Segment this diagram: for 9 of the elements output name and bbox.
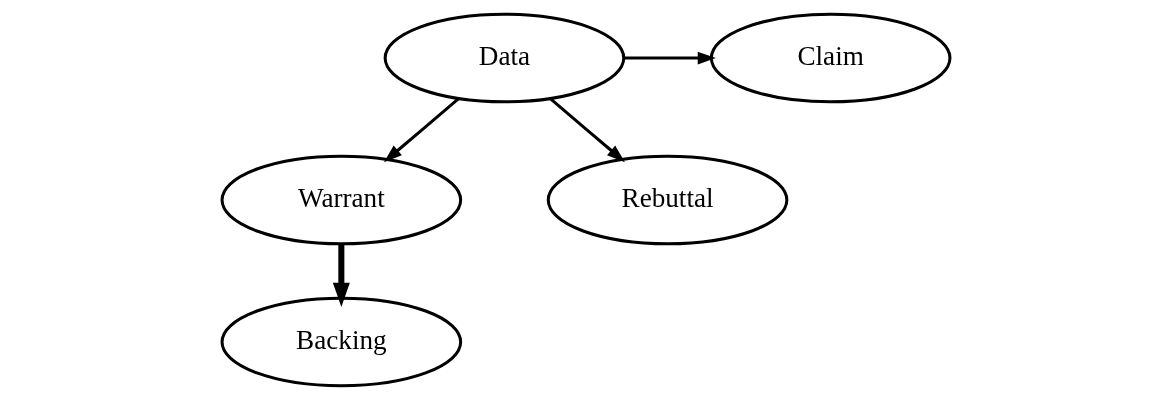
node-ellipse: Data — [383, 12, 625, 104]
arrow — [383, 97, 460, 163]
arrow — [623, 51, 716, 65]
arrow — [332, 243, 350, 307]
node-ellipse: Warrant — [220, 154, 462, 246]
node-ellipse: Backing — [220, 296, 462, 388]
node-ellipse: Claim — [709, 12, 951, 104]
node-ellipse: Rebuttal — [546, 154, 788, 246]
arrow — [548, 97, 625, 163]
